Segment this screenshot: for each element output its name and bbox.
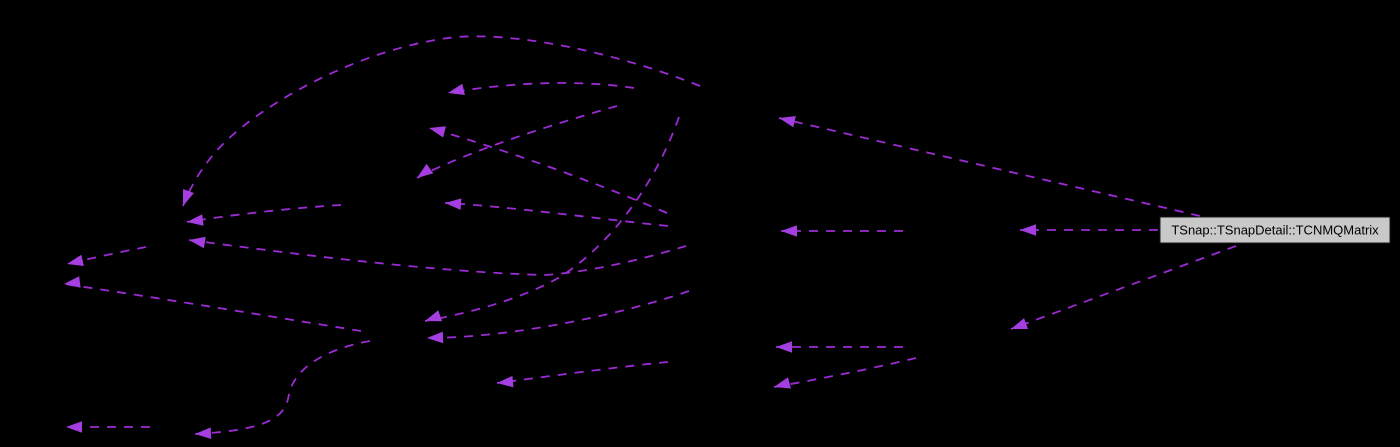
dependency-edge-e1 xyxy=(182,35,701,207)
dependency-edge-e13 xyxy=(1010,245,1237,330)
node-tcnmqmatrix-box[interactable] xyxy=(1159,216,1391,244)
arrowhead-e18 xyxy=(497,375,514,388)
arrowhead-e4 xyxy=(417,163,434,178)
arrowhead-e15 xyxy=(774,377,791,389)
arrowhead-e19 xyxy=(195,427,212,439)
dependency-edge-e3 xyxy=(428,127,668,214)
arrowhead-e14 xyxy=(776,341,792,353)
dependency-edge-e18 xyxy=(496,361,669,384)
dependency-edge-e17 xyxy=(426,290,690,339)
arrowhead-e11 xyxy=(1020,224,1036,236)
dependency-edge-e7 xyxy=(188,239,687,276)
arrowhead-e5 xyxy=(445,198,462,210)
dependency-edge-e6 xyxy=(186,204,342,223)
arrowhead-e6 xyxy=(187,214,204,226)
arrowhead-e16 xyxy=(425,310,443,322)
arrowhead-e9 xyxy=(64,276,81,288)
dependency-edge-e12 xyxy=(778,117,1201,217)
dependency-edge-e9 xyxy=(63,283,362,332)
arrowhead-e13 xyxy=(1011,318,1029,329)
arrowhead-e8 xyxy=(67,254,84,267)
arrowhead-e2 xyxy=(448,83,465,96)
arrowhead-e12 xyxy=(779,115,796,128)
edges-layer xyxy=(63,35,1237,439)
dependency-edge-e4 xyxy=(416,105,618,179)
dependency-edge-e5 xyxy=(444,202,669,227)
arrowhead-e17 xyxy=(427,331,444,344)
node-layer: TSnap::TSnapDetail::TCNMQMatrix xyxy=(1159,216,1391,244)
arrowhead-e3 xyxy=(429,126,446,138)
arrowhead-e20 xyxy=(66,421,82,433)
dependency-edge-e19 xyxy=(194,340,371,435)
arrowhead-e1 xyxy=(183,188,194,206)
dependency-edge-e2 xyxy=(447,82,635,94)
arrowhead-e7 xyxy=(189,236,206,249)
node-tcnmqmatrix-label[interactable]: TSnap::TSnapDetail::TCNMQMatrix xyxy=(1171,223,1379,238)
dependency-edge-e15 xyxy=(773,357,917,388)
arrowhead-e10 xyxy=(781,225,797,237)
dependency-edge-e16 xyxy=(424,116,680,322)
